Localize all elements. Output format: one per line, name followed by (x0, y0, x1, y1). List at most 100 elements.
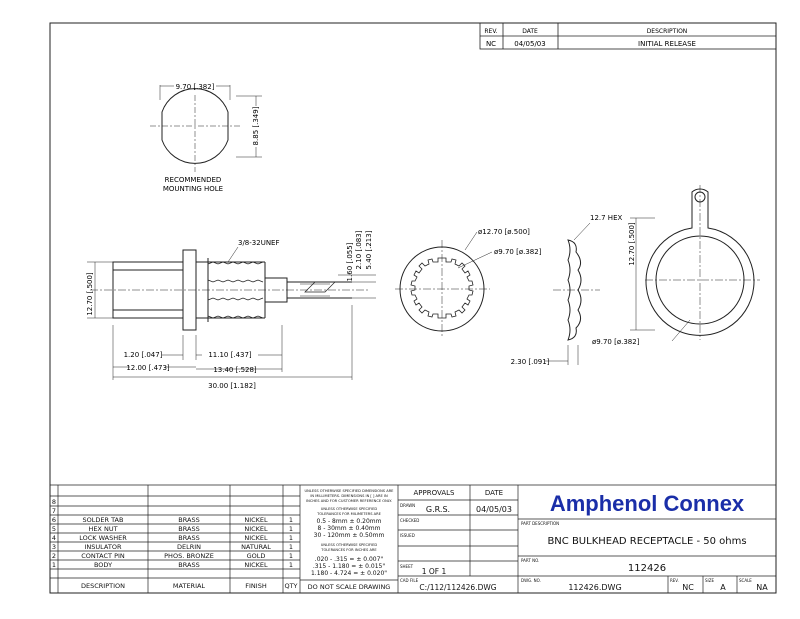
bom-row: 3 INSULATOR DELRIN NATURAL 1 (52, 543, 293, 551)
dim-total: 30.00 [1.182] (208, 382, 256, 390)
scale-label: SCALE (739, 578, 752, 583)
part-no-label: PART NO. (521, 558, 539, 563)
bom-material: BRASS (178, 561, 199, 569)
mm-tol-3: 30 - 120mm ± 0.50mm (314, 532, 385, 539)
thread-callout: 3/8-32UNEF (238, 239, 280, 247)
bom-row: 7 (52, 507, 56, 515)
bom-material: PHOS. BRONZE (164, 552, 214, 560)
dim-d: 13.40 [.528] (213, 366, 257, 374)
tolerance-notes: UNLESS OTHERWISE SPECIFIED DIMENSIONS AR… (305, 489, 395, 591)
scale-value: NA (756, 583, 768, 592)
mounting-hole-view (150, 85, 262, 172)
bom-row: 1 BODY BRASS NICKEL 1 (52, 561, 293, 569)
hex-thickness-dim: 2.30 [.091] (511, 358, 550, 366)
rev-label: REV. (670, 578, 679, 583)
hex-dim: 12.7 HEX (590, 214, 622, 222)
bom-qty: 1 (289, 543, 293, 551)
part-description: BNC BULKHEAD RECEPTACLE - 50 ohms (547, 536, 746, 547)
bom-description: SOLDER TAB (83, 516, 124, 524)
rev-header: REV. (484, 28, 497, 35)
checked-label: CHECKED (400, 518, 419, 523)
bom-header-material: MATERIAL (173, 582, 206, 590)
bom-finish: GOLD (247, 552, 266, 560)
rev-date-header: DATE (522, 28, 538, 35)
cad-file-label: CAD FILE (400, 578, 419, 583)
note-line-1: UNLESS OTHERWISE SPECIFIED DIMENSIONS AR… (305, 489, 395, 493)
tab-height-dim: 12.70 [.500] (628, 222, 636, 266)
in-tol-3: 1.180 - 4.724 = ± 0.020" (311, 570, 387, 577)
sheet-border (49, 22, 777, 594)
bom-material: DELRIN (177, 543, 201, 551)
sheet-label: SHEET (400, 564, 414, 569)
size-label: SIZE (705, 578, 714, 583)
drawn-label: DRAWN (400, 503, 415, 508)
part-description-label: PART DESCRIPTION (521, 521, 559, 526)
washer-outer-dim: ø12.70 [ø.500] (478, 228, 530, 236)
dim-b: 11.10 [.437] (208, 351, 252, 359)
note-line-2: IN MILLIMETERS. DIMENSIONS IN [ ] ARE IN (310, 494, 388, 498)
bom-finish: NATURAL (241, 543, 271, 551)
bom-description: INSULATOR (85, 543, 122, 551)
dwg-no: 112426.DWG (568, 583, 621, 592)
mm-tol-1: 0.5 - 8mm ± 0.20mm (317, 518, 382, 525)
approvals-label: APPROVALS (414, 489, 456, 497)
do-not-scale: DO NOT SCALE DRAWING (308, 583, 391, 591)
bom-row: 2 CONTACT PIN PHOS. BRONZE GOLD 1 (52, 552, 293, 560)
bom-item: 1 (52, 561, 56, 569)
bom-qty: 1 (289, 516, 293, 524)
approvals-block: APPROVALS DATE DRAWN G.R.S. 04/05/03 CHE… (400, 489, 512, 592)
mounting-hole-caption-1: RECOMMENDED (165, 176, 222, 184)
bom-table: 8 7 6 SOLDER TAB BRASS NICKEL 1 5 HEX NU… (52, 498, 298, 590)
bom-qty: 1 (289, 552, 293, 560)
revision-block (479, 22, 777, 50)
dim-c: 12.00 [.473] (126, 364, 170, 372)
dwg-no-label: DWG. NO. (521, 578, 541, 583)
bom-item: 2 (52, 552, 56, 560)
cad-file-value: C:/112/112426.DWG (419, 583, 496, 592)
rev-description-value: INITIAL RELEASE (638, 40, 696, 48)
bom-item: 7 (52, 507, 56, 515)
bom-finish: NICKEL (244, 534, 268, 542)
title-block: Amphenol Connex PART DESCRIPTION BNC BUL… (521, 491, 768, 592)
tab-inner-dim: ø9.70 [ø.382] (592, 338, 640, 346)
side-height-dim: 12.70 [.500] (86, 272, 94, 316)
bom-material: BRASS (178, 525, 199, 533)
bom-item: 3 (52, 543, 56, 551)
in-tol-2: .315 - 1.180 = ± 0.015" (313, 563, 385, 570)
bom-item: 6 (52, 516, 56, 524)
company-logo: Amphenol Connex (550, 491, 745, 516)
bom-qty: 1 (289, 534, 293, 542)
bom-row: 8 (52, 498, 56, 506)
bom-description: LOCK WASHER (79, 534, 127, 542)
part-no: 112426 (628, 563, 666, 574)
bom-item: 4 (52, 534, 56, 542)
mounting-hole-caption-2: MOUNTING HOLE (163, 185, 223, 193)
bom-description: HEX NUT (88, 525, 117, 533)
washer-inner-dim: ø9.70 [ø.382] (494, 248, 542, 256)
bom-header-qty: QTY (284, 582, 297, 590)
solder-tab-view (630, 185, 760, 342)
bom-finish: NICKEL (244, 516, 268, 524)
size-value: A (720, 583, 726, 592)
hex-nut-view (545, 222, 600, 365)
bom-finish: NICKEL (244, 561, 268, 569)
bom-row: 5 HEX NUT BRASS NICKEL 1 (52, 525, 293, 533)
rev-value: NC (486, 40, 496, 48)
drawn-value: G.R.S. (426, 505, 450, 514)
in-tol-head-2: TOLERANCES FOR INCHES ARE (320, 548, 377, 552)
sheet-value: 1 OF 1 (422, 567, 447, 576)
in-tol-head-1: UNLESS OTHERWISE SPECIFIED (321, 543, 378, 547)
bom-row: 6 SOLDER TAB BRASS NICKEL 1 (52, 516, 293, 524)
mm-tol-head-1: UNLESS OTHERWISE SPECIFIED (321, 507, 378, 511)
bom-header-finish: FINISH (245, 582, 267, 590)
mounting-hole-width-dim: 9.70 [.382] (176, 83, 215, 91)
dim-a: 1.20 [.047] (124, 351, 163, 359)
approvals-date-label: DATE (485, 489, 503, 497)
bom-finish: NICKEL (244, 525, 268, 533)
mm-tol-2: 8 - 30mm ± 0.40mm (317, 525, 380, 532)
rev-description-header: DESCRIPTION (647, 28, 688, 35)
bom-item: 8 (52, 498, 56, 506)
drawn-date: 04/05/03 (476, 505, 512, 514)
title-block-grid (50, 484, 776, 593)
